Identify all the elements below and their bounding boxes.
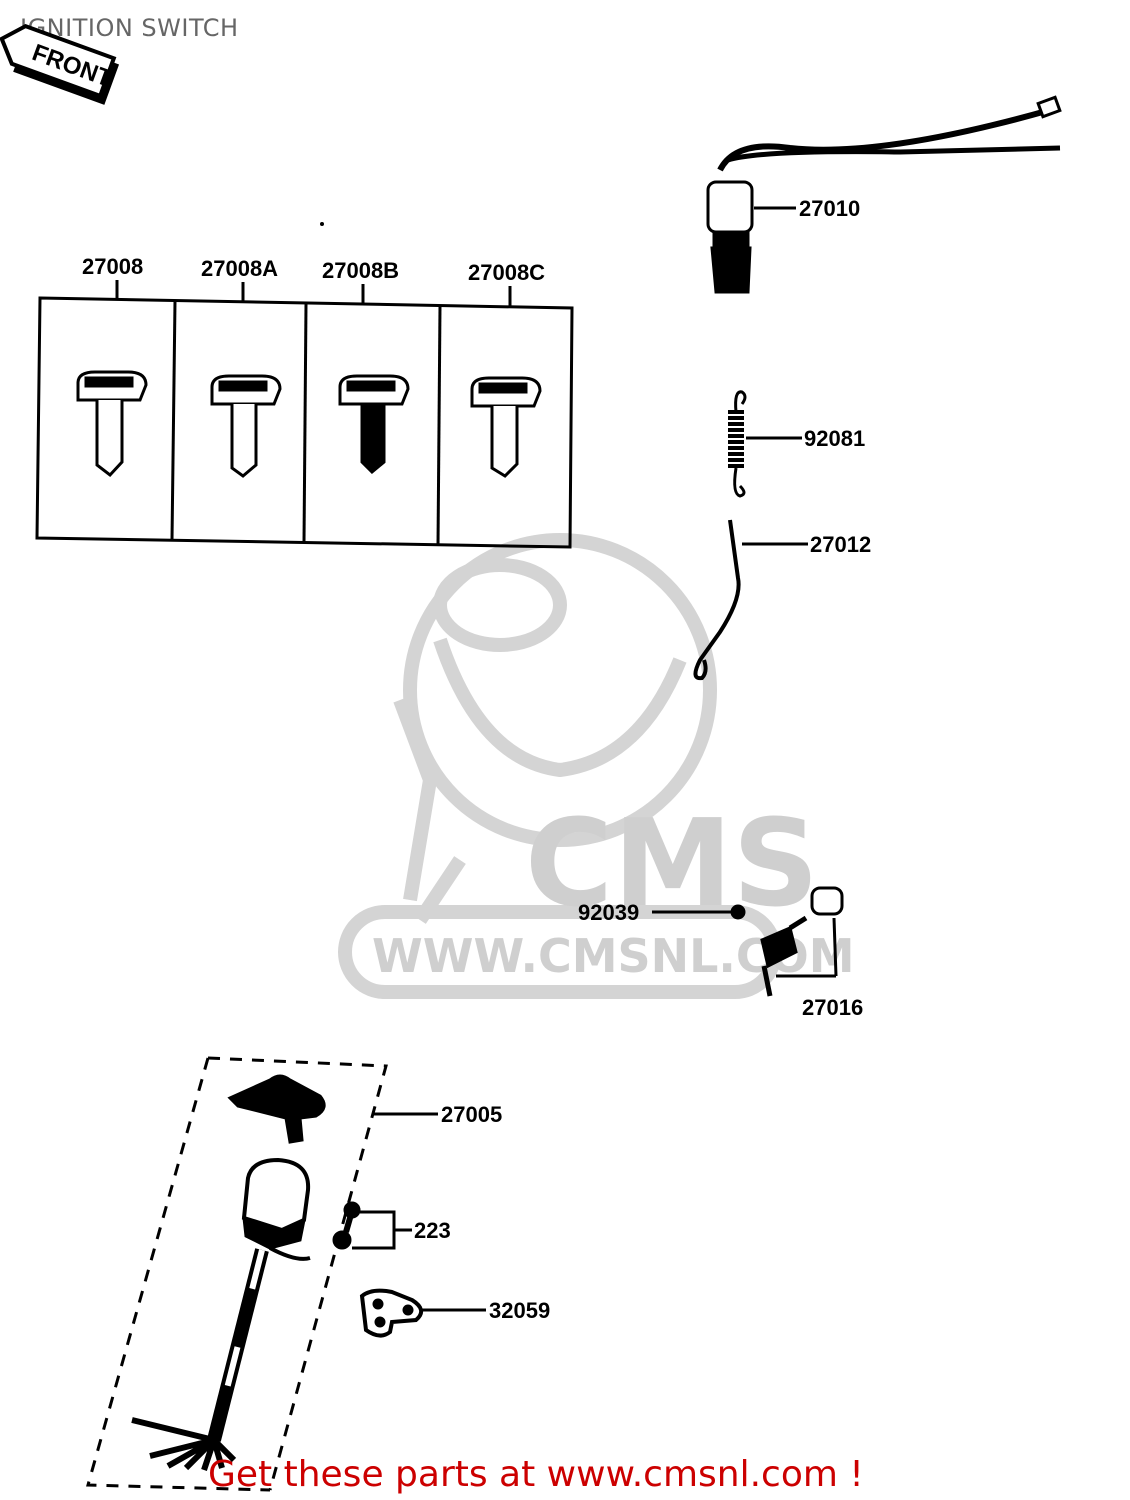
part-label-27008: 27008 [82,254,143,279]
cms-watermark [338,533,782,999]
spring-92081-icon [728,390,802,498]
watermark-mascot-face [433,637,687,778]
key-27008b-icon [338,374,410,475]
part-label-223: 223 [414,1218,451,1243]
speck [320,222,324,226]
lock-27016-icon [652,886,844,997]
switch-assembly-27005-icon [131,1074,438,1471]
switch-assembly-27005-frame [86,1056,388,1492]
key-27008a-icon [210,374,282,478]
part-label-27012: 27012 [810,532,871,557]
part-label-27008b: 27008B [322,258,399,283]
switch-27010-icon [706,95,1062,294]
rod-27012-icon [693,519,808,681]
watermark-wrench-icon [393,697,466,924]
part-label-27016: 27016 [802,995,863,1020]
key-27008c-icon [470,376,542,478]
bracket-32059-icon [359,1288,486,1338]
part-label-92039: 92039 [578,900,639,925]
part-label-27008a: 27008A [201,256,278,281]
front-arrow-icon: FRONT [0,23,120,105]
footer-link[interactable]: Get these parts at www.cmsnl.com ! [208,1454,864,1495]
part-label-32059: 32059 [489,1298,550,1323]
key-27008-icon [76,370,148,478]
part-label-92081: 92081 [804,426,865,451]
watermark-mascot-head [403,533,717,847]
part-label-27008c: 27008C [468,260,545,285]
screw-223-icon [332,1201,412,1250]
part-label-27010: 27010 [799,196,860,221]
key-set-panel [35,280,574,549]
part-label-27005: 27005 [441,1102,502,1127]
watermark-mascot-goggles [433,558,567,652]
